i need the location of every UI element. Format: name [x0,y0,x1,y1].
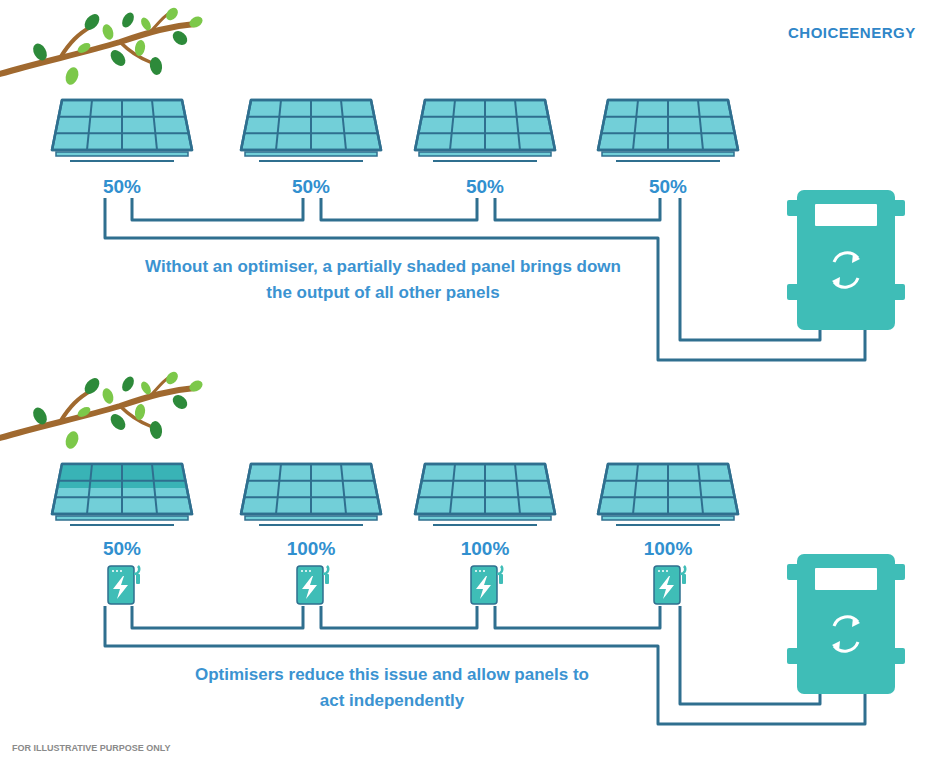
solar-panel-figure [413,98,557,164]
disclaimer-note: FOR ILLUSTRATIVE PURPOSE ONLY [12,743,312,753]
brand-logo: CHOICEENERGY [788,24,928,41]
return-wire [105,606,865,724]
output-percentage: 100% [596,538,740,560]
solar-panel-figure [239,98,383,164]
inverter-wire [680,198,820,340]
series-wire [495,606,660,628]
solar-panel: 50% [50,462,194,606]
optimiser [50,564,194,606]
output-percentage: 100% [239,538,383,560]
output-percentage: 50% [239,176,383,198]
solar-panel-figure [596,462,740,528]
series-wire [495,198,660,220]
solar-panel-figure [596,98,740,164]
solar-panel: 100% [239,462,383,606]
inverter-wire [680,606,820,704]
return-wire [105,198,865,360]
output-percentage: 50% [596,176,740,198]
caption-text: Optimisers reduce this issue and allow p… [182,662,602,714]
solar-panel: 100% [596,462,740,606]
solar-panel: 50% [239,98,383,198]
optimiser [413,564,557,606]
solar-panel-figure [413,462,557,528]
series-wire [132,606,303,628]
series-wire [321,198,477,220]
series-wire [132,198,303,220]
caption-text: Without an optimiser, a partially shaded… [143,254,623,306]
output-percentage: 50% [50,176,194,198]
solar-panel: 100% [413,462,557,606]
solar-panel: 50% [413,98,557,198]
solar-panel: 50% [50,98,194,198]
optimiser [239,564,383,606]
solar-panel-figure [50,462,194,528]
output-percentage: 100% [413,538,557,560]
series-wire [321,606,477,628]
solar-panel-figure [239,462,383,528]
output-percentage: 50% [50,538,194,560]
output-percentage: 50% [413,176,557,198]
solar-panel-figure [50,98,194,164]
solar-panel: 50% [596,98,740,198]
optimiser [596,564,740,606]
